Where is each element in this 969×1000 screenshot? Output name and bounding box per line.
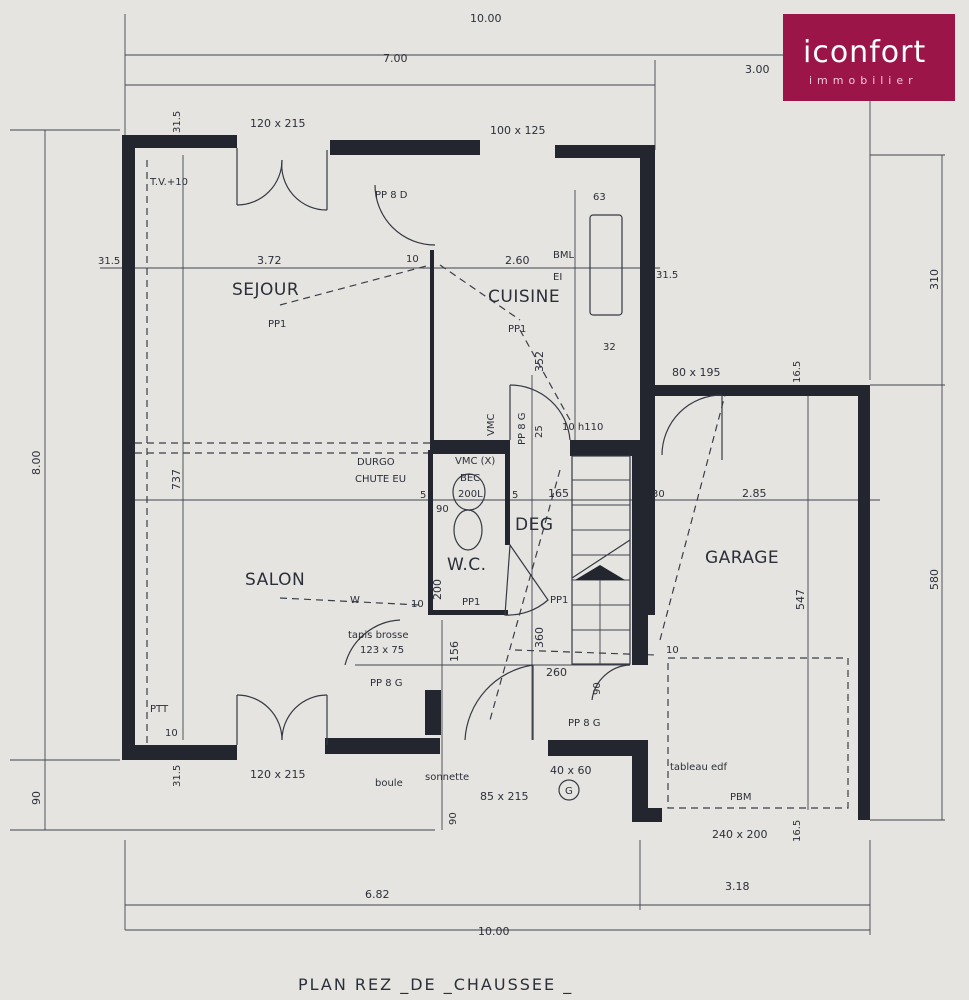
- dashed-lines: [135, 160, 849, 809]
- dim-left-total: 8.00: [30, 451, 43, 476]
- logo: iconfort immobilier: [783, 14, 955, 101]
- labels: SEJOUR CUISINE SALON DEG W.C. GARAGE 10.…: [30, 12, 941, 995]
- opening-window-small: 40 x 60: [550, 764, 592, 777]
- note-durgo: DURGO: [357, 457, 395, 468]
- note-tableau: tableau edf: [670, 762, 727, 773]
- note-bml: BML: [553, 250, 574, 261]
- note-bec200: 200L: [458, 489, 483, 500]
- dim-63: 63: [593, 192, 606, 203]
- dim-sejour-width: 3.72: [257, 254, 282, 267]
- dim-165-b: 16.5: [792, 820, 803, 842]
- dim-deg-width: 165: [548, 487, 569, 500]
- dim-10-a: 10: [406, 254, 419, 265]
- dim-90-c: 90: [592, 682, 603, 695]
- opening-entry-door: 85 x 215: [480, 790, 529, 803]
- dim-salon-height: 737: [170, 469, 183, 490]
- room-garage: GARAGE: [705, 548, 779, 568]
- opening-door-bottom: 120 x 215: [250, 768, 306, 781]
- dim-352: 352: [533, 351, 546, 372]
- note-w: W: [350, 595, 360, 606]
- note-pp8g-a: PP 8 G: [517, 412, 528, 445]
- dim-cuisine-width: 2.60: [505, 254, 530, 267]
- dim-right-top: 310: [928, 269, 941, 290]
- walls: [122, 135, 870, 822]
- logo-subtitle: immobilier: [809, 74, 918, 87]
- room-sejour: SEJOUR: [232, 280, 299, 300]
- note-pp8g-b: PP 8 G: [370, 678, 403, 689]
- note-ptt: PTT: [150, 704, 169, 715]
- dim-30: 30: [652, 489, 665, 500]
- dim-5-a: 5: [420, 490, 426, 501]
- dim-165-a: 16.5: [792, 361, 803, 383]
- dim-right-bottom: 580: [928, 569, 941, 590]
- dim-315-c: 31.5: [656, 270, 678, 281]
- note-ei: EI: [553, 272, 562, 283]
- dim-top-left: 7.00: [383, 52, 408, 65]
- opening-door-top: 120 x 215: [250, 117, 306, 130]
- dim-garage-height: 547: [794, 589, 807, 610]
- opening-window-top: 100 x 125: [490, 124, 546, 137]
- dim-bottom-left: 6.82: [365, 888, 390, 901]
- note-chute: CHUTE EU: [355, 474, 406, 485]
- note-ppt4: PP1: [550, 595, 568, 606]
- dimension-lines: [10, 14, 945, 935]
- opening-garage-door: 240 x 200: [712, 828, 768, 841]
- note-bec: BEC: [460, 473, 480, 484]
- note-tv: T.V.+10: [149, 177, 188, 188]
- plan-title: PLAN REZ _DE _CHAUSSEE _: [298, 975, 573, 995]
- dim-top-right: 3.00: [745, 63, 770, 76]
- note-tapis-dim: 123 x 75: [360, 645, 404, 656]
- room-deg: DEG: [515, 515, 554, 535]
- room-wc: W.C.: [447, 555, 487, 575]
- dim-90: 90: [436, 504, 449, 515]
- dim-32: 32: [603, 342, 616, 353]
- opening-garage-side: 80 x 195: [672, 366, 721, 379]
- note-ppt2: PP1: [508, 324, 526, 335]
- note-ppt3: PP1: [462, 597, 480, 608]
- dim-left-bottom: 90: [30, 791, 43, 805]
- dim-260: 260: [546, 666, 567, 679]
- dim-wc-height: 200: [431, 579, 444, 600]
- note-pbm: PBM: [730, 792, 752, 803]
- dim-315-a: 31.5: [172, 111, 183, 133]
- room-cuisine: CUISINE: [488, 287, 560, 307]
- note-pp8d: PP 8 D: [375, 190, 408, 201]
- note-g: G: [565, 786, 573, 797]
- dim-156: 156: [448, 641, 461, 662]
- dim-25: 25: [534, 425, 545, 438]
- room-salon: SALON: [245, 570, 305, 590]
- dim-10-c: 10: [666, 645, 679, 656]
- note-tapis: tapis brosse: [348, 630, 409, 641]
- dim-bottom-right: 3.18: [725, 880, 750, 893]
- note-vmc2: VMC (X): [455, 456, 495, 467]
- dim-deg-len: 360: [533, 627, 546, 648]
- dim-90-b: 90: [448, 812, 459, 825]
- note-sonnette: sonnette: [425, 772, 469, 783]
- dim-10-b: 10: [411, 599, 424, 610]
- dim-top-total: 10.00: [470, 12, 502, 25]
- logo-name: iconfort: [803, 35, 927, 70]
- note-vmc: VMC: [486, 414, 497, 436]
- dim-315-b: 31.5: [98, 256, 120, 267]
- dim-5-b: 5: [512, 490, 518, 501]
- note-ppt1: PP1: [268, 319, 286, 330]
- note-h110: 10 h110: [562, 422, 603, 433]
- note-boule: boule: [375, 778, 403, 789]
- dim-315-d: 31.5: [172, 765, 183, 787]
- dim-bottom-total: 10.00: [478, 925, 510, 938]
- doors-fixtures: [236, 148, 723, 801]
- dim-garage-width: 2.85: [742, 487, 767, 500]
- dim-10-d: 10: [165, 728, 178, 739]
- note-pp8g-c: PP 8 G: [568, 718, 601, 729]
